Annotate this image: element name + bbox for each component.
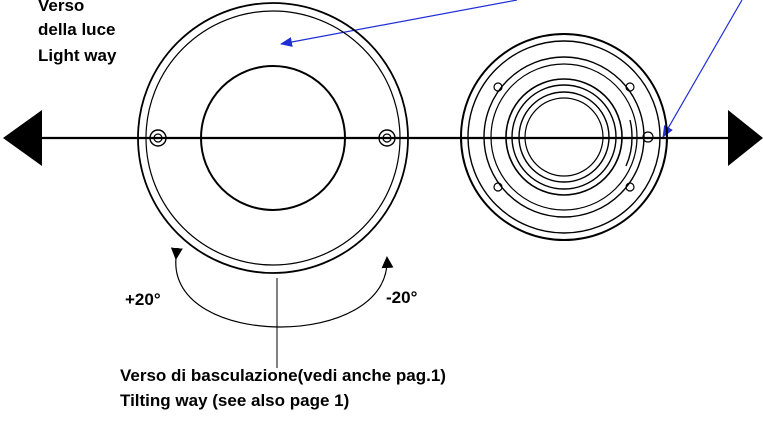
tilt-way-label-en: Tilting way (see also page 1) — [120, 391, 350, 410]
angle-positive-label: +20° — [125, 290, 161, 309]
mount-pointer-line — [662, 0, 743, 138]
light-way-pointer-line — [280, 0, 518, 47]
tilt-way-label-it: Verso di basculazione(vedi anche pag.1) — [120, 366, 446, 385]
right-fixture-screws — [493, 82, 654, 192]
horizontal-axis — [3, 110, 763, 166]
light-way-label-it-1: Verso — [38, 0, 85, 15]
tilt-arc-path — [170, 247, 394, 328]
light-way-label-it-2: della luce — [38, 20, 116, 39]
angle-negative-label: -20° — [386, 288, 418, 307]
right-arrowhead-icon — [728, 110, 763, 166]
right-fixture-slot — [625, 119, 633, 167]
tilt-arc — [170, 247, 394, 328]
light-way-label-en: Light way — [38, 46, 117, 65]
left-fixture-front-view — [137, 2, 409, 368]
left-arrowhead-icon — [3, 110, 42, 166]
